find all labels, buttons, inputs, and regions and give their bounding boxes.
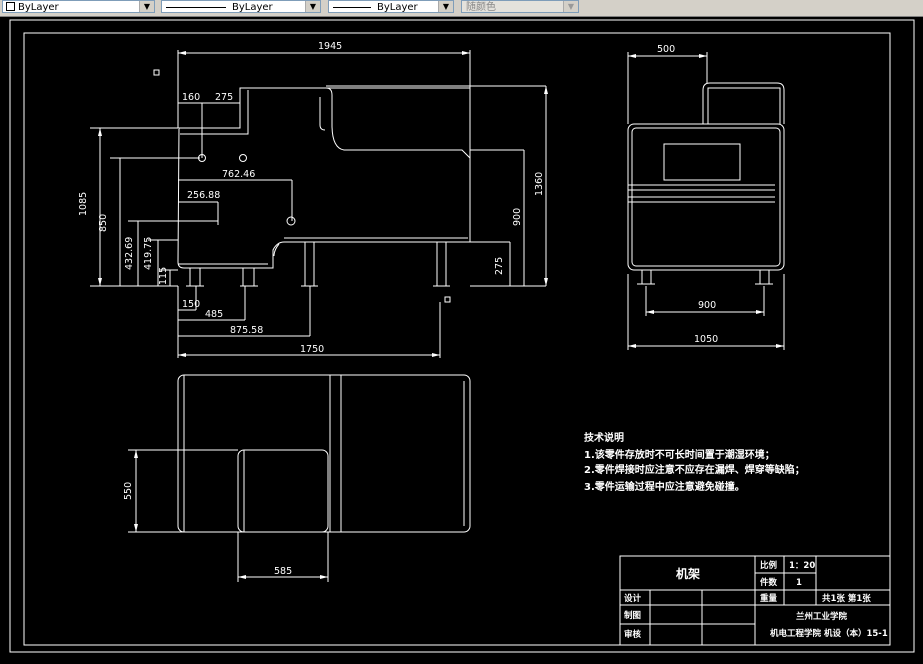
- dim-485: 485: [205, 309, 223, 320]
- notes-line-3: 3.零件运输过程中应注意避免碰撞。: [584, 480, 745, 493]
- lineweight-preview-icon: [333, 6, 371, 8]
- drawing-canvas[interactable]: 1945 160 275 762.46 256.88 1085 850 432.…: [0, 17, 923, 660]
- school-name: 兰州工业学院: [796, 611, 848, 622]
- dim-150: 150: [182, 299, 200, 310]
- linetype-preview-icon: [166, 6, 226, 8]
- notes-line-2: 2.零件焊接时应注意不应存在漏焊、焊穿等缺陷；: [584, 463, 805, 476]
- properties-toolbar: ByLayer ▼ ByLayer ▼ ByLayer ▼ 随颜色 ▼: [0, 0, 923, 17]
- plotstyle-dropdown-label: 随颜色: [466, 2, 496, 13]
- side-view: [627, 52, 785, 350]
- chevron-down-icon[interactable]: ▼: [305, 1, 320, 12]
- qty-label: 件数: [760, 577, 778, 588]
- dim-900-side: 900: [698, 300, 716, 311]
- lineweight-dropdown-label: ByLayer: [377, 2, 418, 13]
- dim-432-69: 432.69: [124, 237, 135, 270]
- color-swatch-icon: [6, 2, 15, 11]
- dim-500: 500: [657, 44, 675, 55]
- dim-1050: 1050: [694, 334, 718, 345]
- dim-1085: 1085: [78, 192, 89, 216]
- weight-label: 重量: [760, 593, 778, 604]
- dim-550: 550: [123, 482, 134, 500]
- dim-275-right: 275: [494, 257, 505, 275]
- part-name: 机架: [676, 566, 700, 581]
- dim-1945: 1945: [318, 41, 342, 52]
- drawing-frame: [23, 32, 891, 646]
- dim-275-top: 275: [215, 92, 233, 103]
- lineweight-dropdown[interactable]: ByLayer ▼: [328, 0, 454, 13]
- dim-1750: 1750: [300, 344, 324, 355]
- dim-256-88: 256.88: [187, 190, 220, 201]
- dim-585: 585: [274, 566, 292, 577]
- qty-value: 1: [796, 578, 802, 588]
- reviewer-label: 审核: [624, 629, 642, 640]
- chevron-down-icon: ▼: [563, 1, 578, 12]
- department-name: 机电工程学院 机设（本）15-1: [770, 628, 888, 639]
- designer-label: 设计: [624, 593, 642, 604]
- chevron-down-icon[interactable]: ▼: [438, 1, 453, 12]
- sheet-border: [9, 19, 915, 653]
- cad-drawing: 1945 160 275 762.46 256.88 1085 850 432.…: [9, 19, 915, 653]
- dim-160: 160: [182, 92, 200, 103]
- dim-419-75: 419.75: [143, 237, 154, 270]
- title-block: [619, 555, 891, 646]
- dim-875-58: 875.58: [230, 325, 263, 336]
- color-dropdown-label: ByLayer: [18, 2, 59, 13]
- front-view: [90, 50, 547, 358]
- color-dropdown[interactable]: ByLayer ▼: [2, 0, 155, 13]
- notes-title: 技术说明: [584, 431, 624, 444]
- linetype-dropdown-label: ByLayer: [232, 2, 273, 13]
- dim-900-front: 900: [512, 208, 523, 226]
- notes-line-1: 1.该零件存放时不可长时间置于潮湿环境；: [584, 448, 775, 461]
- linetype-dropdown[interactable]: ByLayer ▼: [161, 0, 321, 13]
- top-view: [128, 374, 471, 582]
- scale-value: 1：20: [789, 561, 815, 571]
- drafter-label: 制图: [624, 610, 641, 621]
- dim-762-46: 762.46: [222, 169, 255, 180]
- dim-1360: 1360: [534, 172, 545, 196]
- dim-115: 115: [158, 267, 169, 285]
- chevron-down-icon[interactable]: ▼: [139, 1, 154, 12]
- plotstyle-dropdown: 随颜色 ▼: [461, 0, 579, 13]
- scale-label: 比例: [760, 560, 778, 571]
- dim-850: 850: [98, 214, 109, 232]
- sheet-count: 共1张 第1张: [822, 593, 871, 604]
